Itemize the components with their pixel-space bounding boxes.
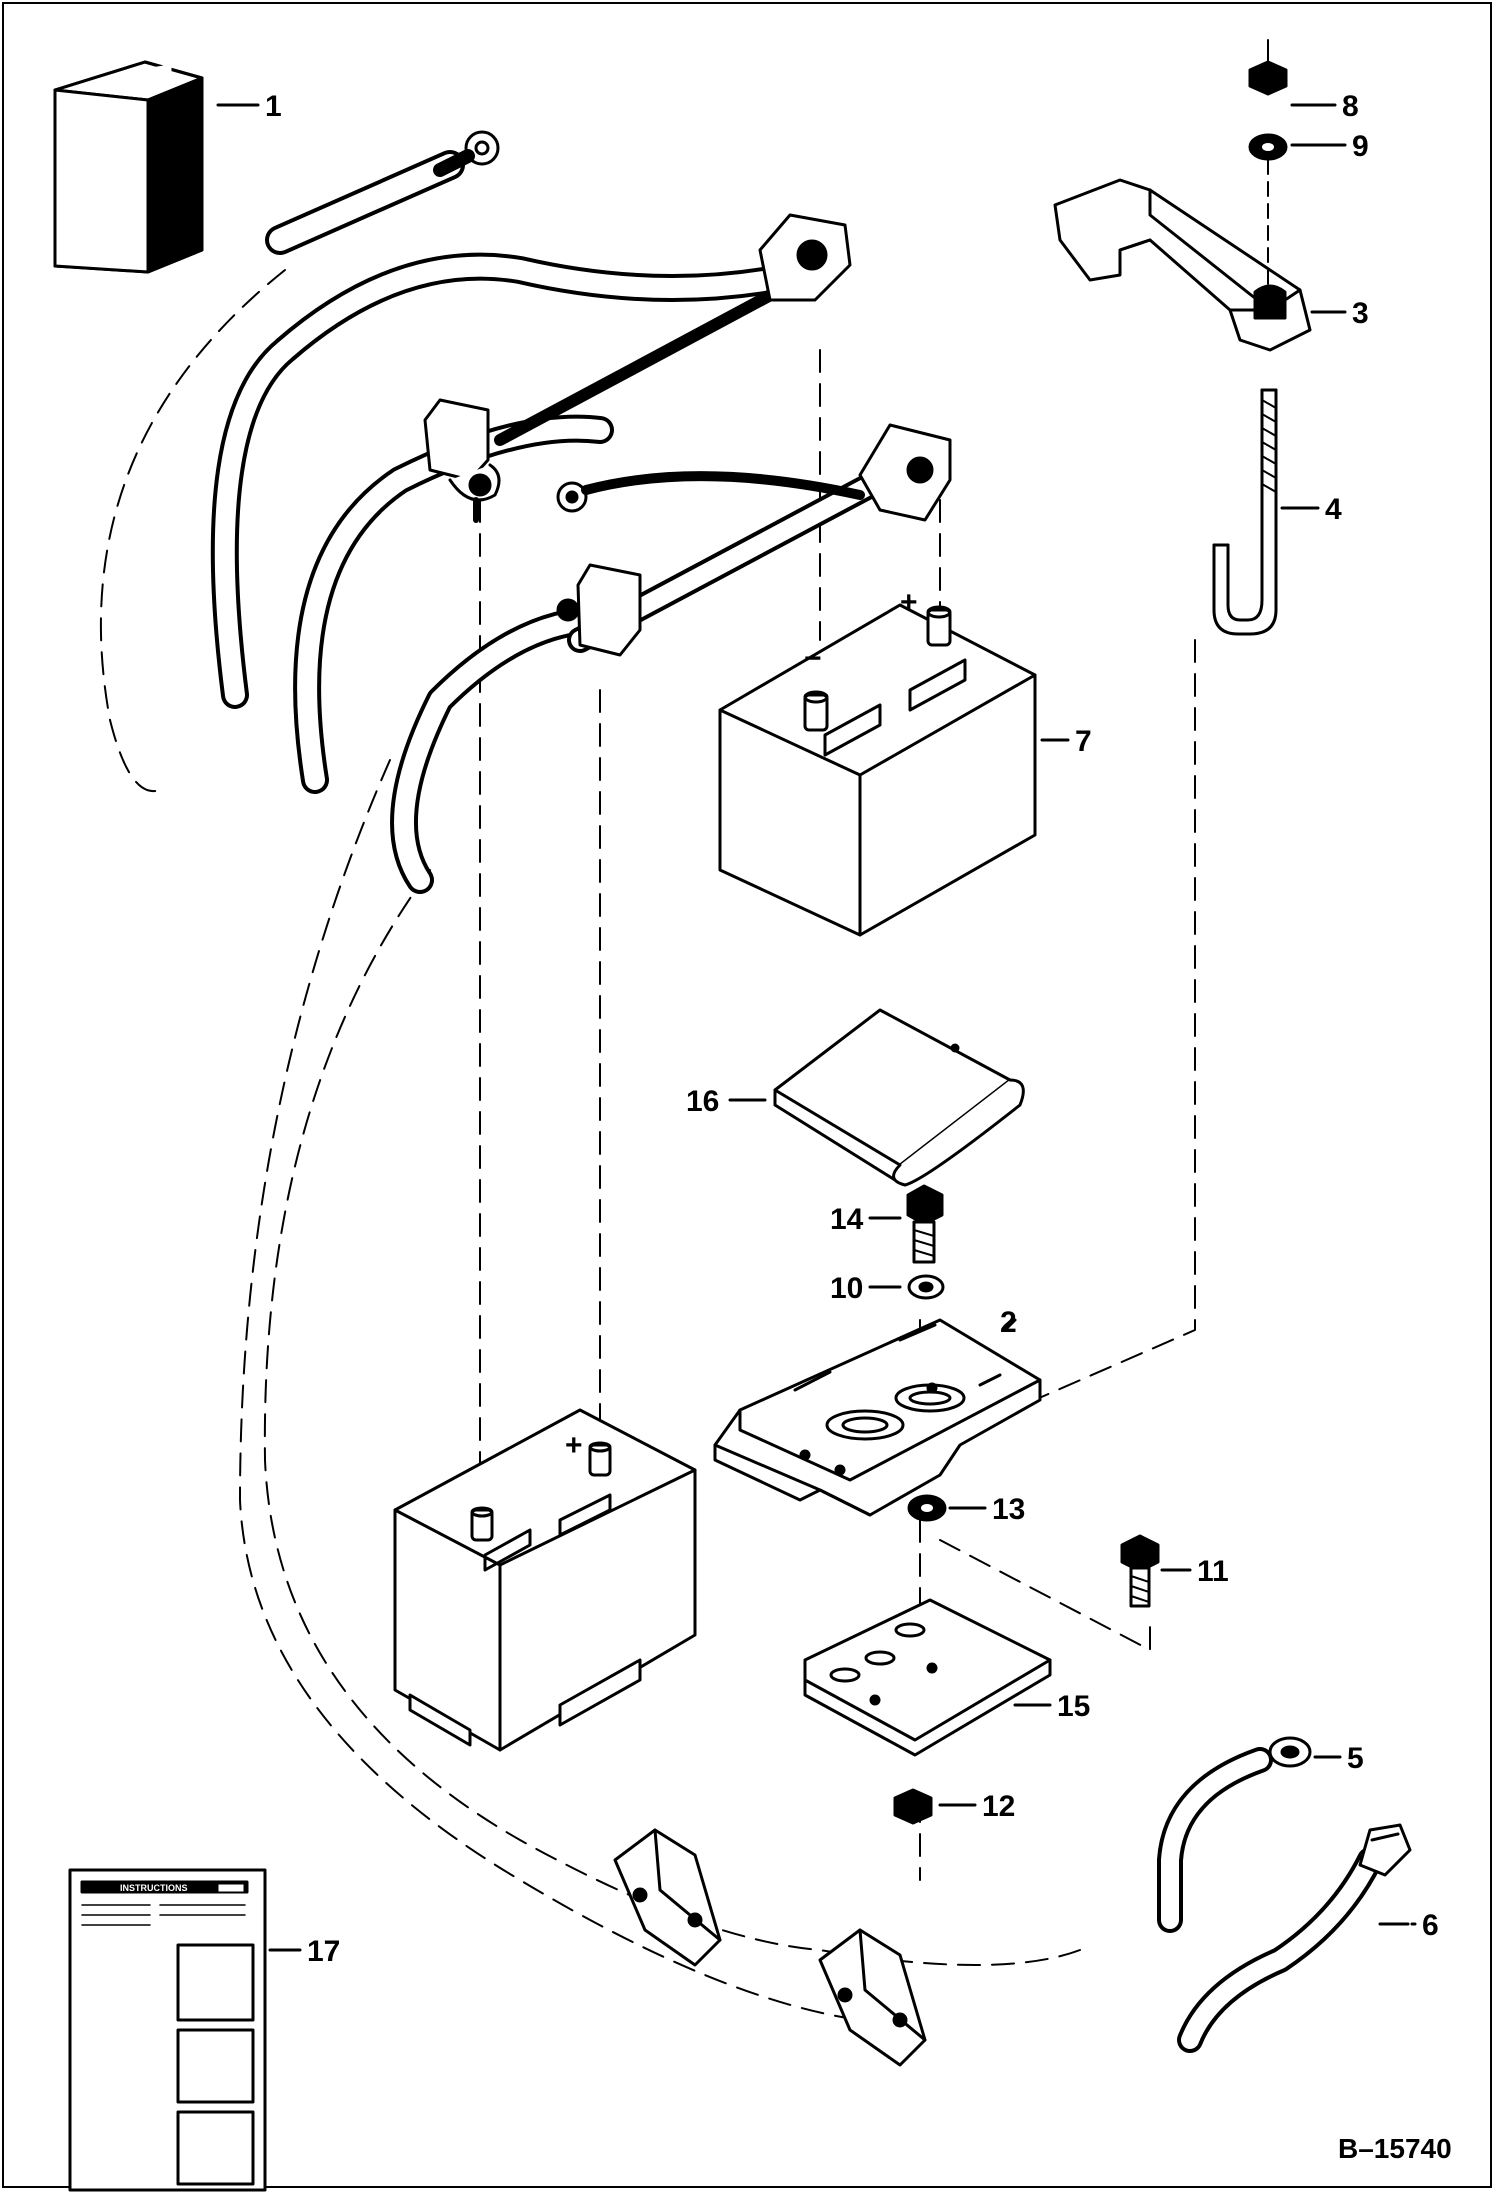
callout-10: 10 [830,1272,863,1305]
positive-cable-icon [1177,1823,1412,2053]
callout-14: 14 [830,1203,864,1236]
instruction-decal-icon [68,1868,267,2192]
battery-tray-icon [713,1318,1042,1517]
callout-5: 5 [1347,1742,1364,1775]
washer-icon [907,1494,947,1522]
callout-13: 13 [992,1493,1025,1526]
callout-12: 12 [982,1790,1015,1823]
washer-icon [907,1274,945,1300]
callout-15: 15 [1057,1690,1090,1723]
callout-17: 17 [307,1935,340,1968]
callout-11: 11 [1197,1555,1229,1588]
decal-title: INSTRUCTIONS [120,1883,188,1893]
negative-cable-assembly-icon [210,130,852,794]
battery-icon [718,603,1037,937]
cable-clip-icon [613,1828,722,1967]
negative-terminal-mark: − [804,642,822,675]
nut-icon [893,1788,933,1825]
callout-2: 2 [1000,1306,1017,1339]
washer-icon [1248,133,1288,161]
bolt-icon [1120,1534,1160,1608]
callout-6: 6 [1422,1909,1439,1942]
callout-4: 4 [1325,493,1342,526]
assembly-guide-lines [99,269,1196,2021]
callout-3: 3 [1352,297,1369,330]
battery-cover-icon [53,60,204,274]
callout-8: 8 [1342,90,1359,123]
callout-7: 7 [1075,725,1092,758]
insulator-pad-icon [773,1008,1025,1187]
ground-cable-icon [1157,1736,1312,1933]
positive-terminal-mark: + [900,586,918,619]
positive-cable-assembly-icon [390,423,952,894]
leader-lines [216,103,1417,1952]
battery-icon [393,1408,697,1752]
positive-terminal-mark-lower: + [565,1429,583,1462]
mounting-plate-icon [803,1598,1052,1757]
bolt-icon [906,1184,944,1264]
callout-1: 1 [265,90,282,123]
drawing-reference-number: B–15740 [1338,2133,1452,2164]
nut-icon [1248,39,1288,96]
cable-clip-icon [818,1928,927,2067]
hold-down-clamp-icon [1053,159,1312,352]
j-bolt-icon [1212,388,1278,636]
callout-9: 9 [1352,130,1369,163]
callout-16: 16 [686,1085,719,1118]
